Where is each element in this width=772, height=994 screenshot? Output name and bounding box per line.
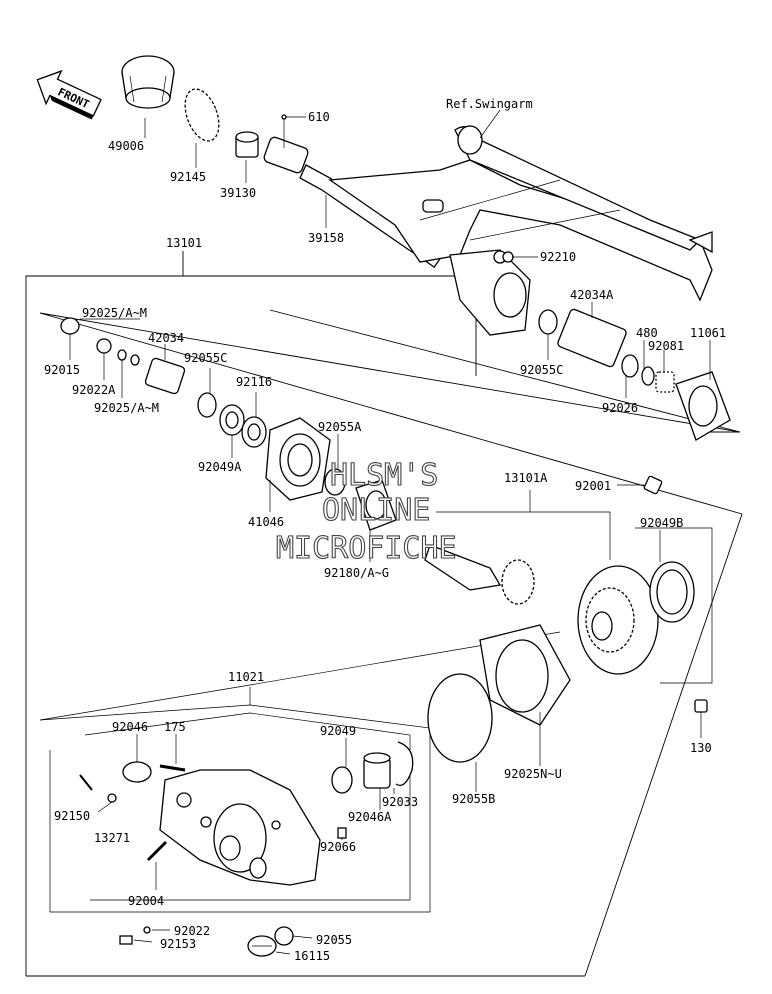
bolt-130-icon [694,699,708,724]
watermark-line-3: MICROFICHE [276,531,457,566]
washer-13271-icon [107,793,117,803]
pinion-gear-icon [424,544,535,605]
label-92055b: 92055B [452,792,495,806]
watermark-line-1: HLSM'S [330,458,438,493]
shim-92025-icon [117,349,127,361]
ring-480-icon [641,366,655,386]
label-92055c-right: 92055C [520,363,563,377]
label-92055c: 92055C [184,351,227,365]
label-92025am-bottom: 92025/A~M [94,401,159,415]
label-92049a: 92049A [198,460,242,474]
label-92033: 92033 [382,795,418,809]
label-92046a: 92046A [348,810,392,824]
nut-92015-icon [60,317,80,335]
label-92081: 92081 [648,339,684,353]
oring-92055a-icon [324,468,346,496]
group-frame-lines [25,251,743,977]
bearing-92116-icon [241,416,267,448]
bolt-92153-icon [119,935,133,945]
label-92001: 92001 [575,479,611,493]
bearing-92049a-icon [219,404,245,436]
gear-case-11021-icon [159,769,321,886]
shim-92025n-icon [479,624,571,726]
label-92145: 92145 [170,170,206,184]
circlip-92033-icon [395,741,414,787]
watermark-line-2: ONLINE [322,493,430,528]
coupling-42034-icon [144,357,186,395]
label-92055a: 92055A [318,420,362,434]
label-92026: 92026 [602,401,638,415]
label-480: 480 [636,326,658,340]
label-175: 175 [164,720,186,734]
bearing-92046-icon [122,761,152,783]
label-ref-swingarm: Ref.Swingarm [446,97,533,111]
label-92022: 92022 [174,924,210,938]
label-92046: 92046 [112,720,148,734]
plug-16115-icon [247,935,277,957]
bolt-92001-icon [643,475,663,495]
plug-92066-icon [337,827,347,839]
label-92022a: 92022A [72,383,116,397]
washer-92022-icon [143,926,151,934]
label-92049: 92049 [320,724,356,738]
sleeve-42034a-icon [557,308,627,368]
label-13101: 13101 [166,236,202,250]
stud-175-icon [159,764,186,772]
label-92066: 92066 [320,840,356,854]
shim-92180-icon [355,479,397,531]
leader-lines [69,109,711,955]
label-41046: 41046 [248,515,284,529]
seal-92049b-icon [649,561,695,623]
label-92025nu: 92025N~U [504,767,562,781]
label-92116: 92116 [236,375,272,389]
oring-92055c-right-icon [538,309,558,335]
oring-92055c-left-icon [197,392,217,418]
label-610: 610 [308,110,330,124]
bolt-92210-icon [502,251,514,263]
label-92150: 92150 [54,809,90,823]
label-92004: 92004 [128,894,164,908]
bearing-92049-icon [331,766,353,794]
label-42034a: 42034A [570,288,614,302]
front-arrow-icon: FRONT [36,69,102,120]
clamp-92145-icon [184,88,220,142]
label-92025am-top: 92025/A~M [82,306,147,320]
label-11021: 11021 [228,670,264,684]
label-92210: 92210 [540,250,576,264]
oring-92055-icon [274,926,294,946]
label-42034: 42034 [148,331,184,345]
swingarm-icon [328,125,713,302]
label-13101a: 13101A [504,471,548,485]
label-92015: 92015 [44,363,80,377]
shim-92025b-icon [130,354,140,366]
flange-housing-icon [449,249,531,336]
label-16115: 16115 [294,949,330,963]
label-39158: 39158 [308,231,344,245]
label-92055: 92055 [316,933,352,947]
bearing-92046a-icon [363,752,391,789]
housing-41046-icon [265,417,331,501]
label-92153: 92153 [160,937,196,951]
label-13271: 13271 [94,831,130,845]
label-39130: 39130 [220,186,256,200]
label-130: 130 [690,741,712,755]
label-11061: 11061 [690,326,726,340]
cap-39130-icon [235,131,259,158]
ring-gear-icon [577,565,659,675]
label-49006: 49006 [108,139,144,153]
bolt-92150-icon [79,774,93,791]
boot-49006-icon [121,55,175,109]
label-92049b: 92049B [640,516,683,530]
label-92180: 92180/A~G [324,566,389,580]
gasket-11061-icon [675,371,731,441]
washer-92026-icon [621,354,639,378]
oring-92055b-icon [427,673,493,763]
callout-labels: Ref.Swingarm 49006 92145 39130 610 39158… [44,97,726,963]
washer-92022a-icon [96,338,112,354]
watermark: HLSM'S ONLINE MICROFICHE [275,457,457,566]
spring-92081-icon [655,371,675,393]
stud-92004-icon [146,840,168,862]
